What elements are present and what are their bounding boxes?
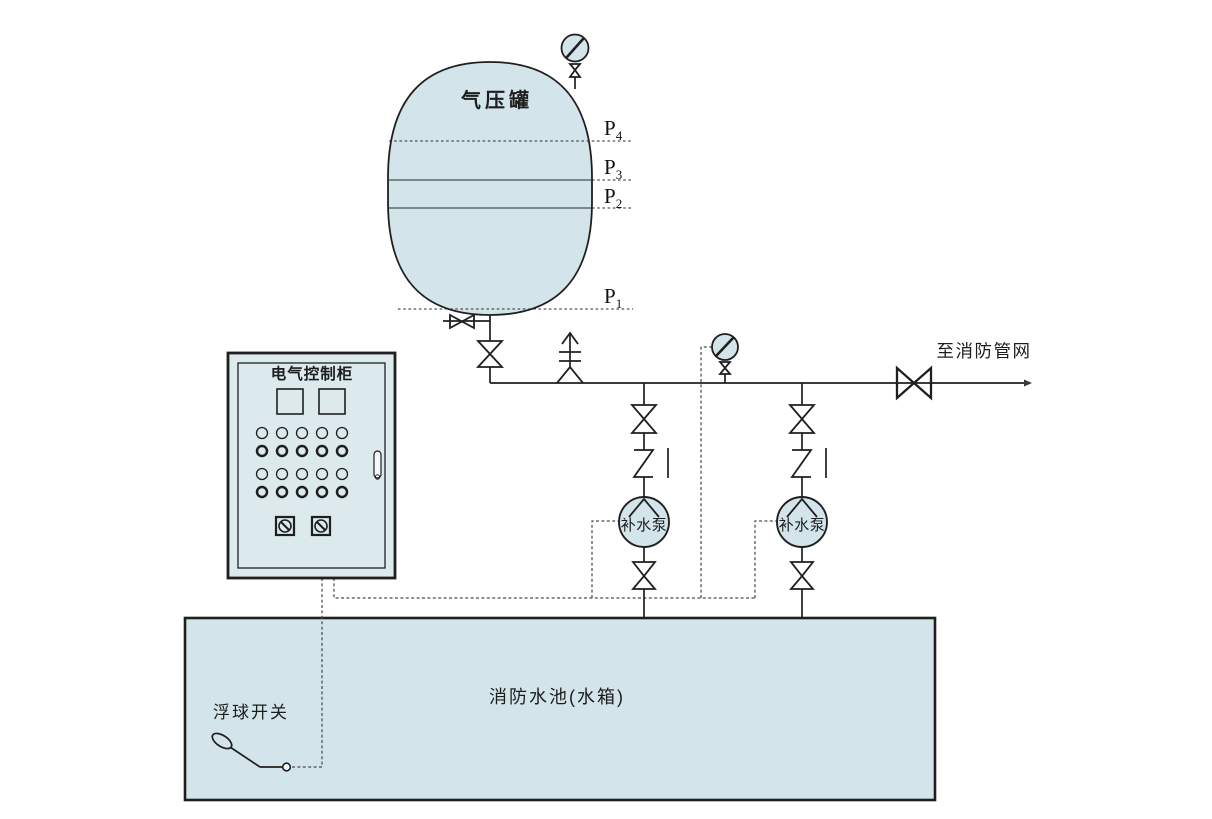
pressure-level-lines <box>389 140 633 310</box>
gate-valve-icon <box>630 404 658 434</box>
fire-water-tank-label: 消防水池(水箱) <box>489 687 625 707</box>
selector-switch-icon <box>274 515 296 537</box>
indicator-lights-row-1 <box>255 426 349 440</box>
float-switch-label: 浮球开关 <box>213 703 289 722</box>
network-valve-icon <box>895 365 933 401</box>
check-valve-icon <box>790 448 827 478</box>
gate-valve-icon <box>788 404 816 434</box>
pump-label: 补水泵 <box>621 517 668 534</box>
indicator-lights-row-2 <box>255 444 349 458</box>
pressure-gauge-icon <box>711 333 739 383</box>
pump-icon: 补水泵 <box>618 496 670 548</box>
pressure-tank-label: 气压罐 <box>460 88 533 112</box>
main-pipe <box>490 379 1032 387</box>
pump-label: 补水泵 <box>779 517 826 534</box>
cabinet-handle-icon <box>373 450 382 480</box>
safety-valve-icon <box>556 331 584 384</box>
control-cabinet: 电气控制柜 <box>226 351 397 580</box>
pressure-level-label-p3: P3 <box>604 155 622 182</box>
control-wiring <box>290 346 777 768</box>
cabinet-title: 电气控制柜 <box>271 364 354 383</box>
pressure-level-label-p2: P2 <box>604 184 622 211</box>
pressure-gauge-icon <box>560 33 590 89</box>
pump-branch-right: 补水泵 <box>776 383 828 618</box>
meter-window <box>276 388 304 415</box>
selector-switch-icon <box>310 515 332 537</box>
pump-branch-left: 补水泵 <box>618 383 670 618</box>
pressure-level-label-p4: P4 <box>604 116 623 143</box>
gate-valve-icon <box>475 340 505 368</box>
pressure-tank <box>387 61 593 316</box>
meter-window <box>318 388 346 415</box>
float-switch-icon <box>211 732 292 772</box>
gate-valve-icon <box>789 561 815 590</box>
pipe-arrow-icon <box>1024 379 1032 387</box>
indicator-lights-row-4 <box>255 485 349 499</box>
fire-water-tank <box>183 616 937 802</box>
pressure-level-label-p1: P1 <box>604 284 622 311</box>
indicator-lights-row-3 <box>255 467 349 481</box>
pump-icon: 补水泵 <box>776 496 828 548</box>
gate-valve-icon <box>631 561 657 590</box>
check-valve-icon <box>632 448 669 478</box>
to-network-label: 至消防管网 <box>937 341 1032 361</box>
drain-valve-icon <box>449 313 475 330</box>
